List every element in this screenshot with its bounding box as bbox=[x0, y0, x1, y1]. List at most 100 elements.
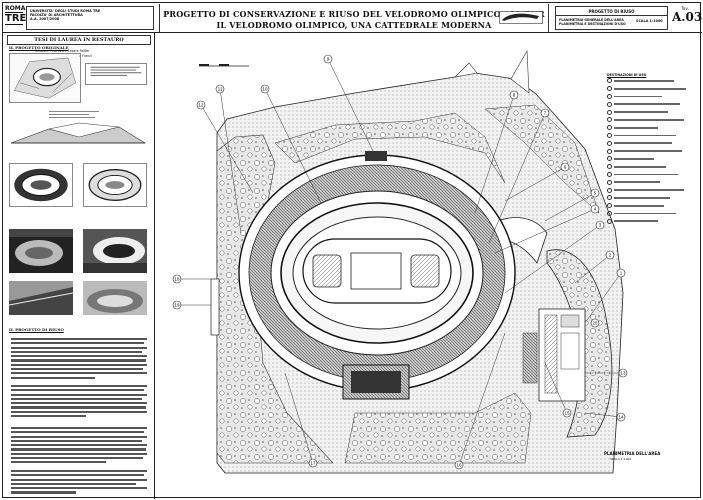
section-original-project: IL PROGETTO ORIGINALE bbox=[9, 45, 69, 50]
central-field bbox=[350, 252, 402, 290]
historic-photo-track bbox=[83, 281, 147, 315]
legend-entry bbox=[607, 100, 700, 108]
legend-marker-icon bbox=[607, 203, 612, 209]
west-court bbox=[312, 254, 342, 288]
section-reuse-project: IL PROGETTO DI RIUSO bbox=[9, 327, 64, 332]
legend-entry bbox=[607, 147, 700, 155]
legend-marker-icon bbox=[607, 210, 612, 216]
callout-number: 3 bbox=[599, 223, 602, 228]
tav-number: A.03 bbox=[672, 10, 703, 24]
callout-number: 7 bbox=[544, 111, 547, 116]
legend-entry bbox=[607, 178, 700, 186]
legend-text-line bbox=[614, 220, 658, 223]
legend-marker-icon bbox=[607, 78, 612, 84]
legend-text-line bbox=[614, 150, 682, 152]
historic-photo-interior bbox=[9, 281, 73, 315]
callout-marker: 10 bbox=[260, 84, 270, 94]
reuse-description-text bbox=[11, 338, 147, 381]
legend-entry bbox=[607, 116, 700, 124]
legend-entry bbox=[607, 85, 700, 93]
callout-marker: 7 bbox=[540, 108, 550, 118]
legend-text-line bbox=[614, 212, 676, 215]
callout-number: 6 bbox=[564, 165, 567, 170]
legend-text-line bbox=[614, 142, 672, 145]
legend-marker-icon bbox=[607, 148, 612, 154]
historic-photo-stadium bbox=[83, 229, 147, 273]
legend-marker-icon bbox=[607, 187, 612, 193]
callout-number: 14 bbox=[619, 415, 624, 420]
callout-marker: 11 bbox=[215, 84, 225, 94]
legend-marker-icon bbox=[607, 195, 612, 201]
callout-marker: 17 bbox=[308, 458, 318, 468]
thesis-title: TESI DI LAUREA IN RESTAURO bbox=[7, 35, 151, 45]
sheet-number: Tav. A.03 bbox=[672, 6, 703, 30]
legend-entry bbox=[607, 163, 700, 171]
callout-marker: 5 bbox=[590, 188, 600, 198]
legend-title: DESTINAZIONI DI USO bbox=[607, 73, 647, 77]
university-logo: ROMA TRE bbox=[5, 5, 27, 31]
legend-text-line bbox=[614, 95, 662, 98]
callout-marker: 12 bbox=[196, 100, 206, 110]
callout-number: 11 bbox=[218, 87, 223, 92]
legend-marker-icon bbox=[607, 132, 612, 138]
legend-entry bbox=[607, 139, 700, 147]
project-box: PROGETTO DI RIUSO PLANIMETRIA GENERALE D… bbox=[555, 6, 668, 30]
callout-marker: 1 bbox=[616, 268, 626, 278]
reuse-description-text-3 bbox=[11, 427, 147, 466]
scale-bar bbox=[199, 64, 249, 67]
legend-entry bbox=[607, 108, 700, 116]
legend: DESTINAZIONI DI USO bbox=[607, 73, 700, 225]
callout-marker: 14 bbox=[616, 412, 626, 422]
callout-marker: 20 bbox=[590, 318, 600, 328]
callout-number: 19 bbox=[175, 303, 180, 308]
legend-entry bbox=[607, 202, 700, 210]
callout-marker: 4 bbox=[590, 204, 600, 214]
legend-text-line bbox=[614, 173, 678, 176]
legend-text-line bbox=[614, 189, 684, 191]
northeast-garden bbox=[484, 104, 600, 214]
original-section-drawing bbox=[10, 111, 147, 144]
east-building-complex bbox=[522, 308, 586, 402]
callout-leaders bbox=[177, 58, 623, 466]
legend-marker-icon bbox=[607, 93, 612, 99]
callout-number: 12 bbox=[199, 103, 204, 108]
legend-marker-icon bbox=[607, 156, 612, 162]
legend-text-line bbox=[614, 181, 660, 184]
logo-bottom-text: TRE bbox=[5, 12, 27, 25]
callout-number: 9 bbox=[327, 57, 330, 62]
east-court bbox=[410, 254, 440, 288]
callout-marker: 6 bbox=[560, 162, 570, 172]
legend-marker-icon bbox=[607, 109, 612, 115]
main-title: PROGETTO DI CONSERVAZIONE E RIUSO DEL VE… bbox=[163, 9, 545, 19]
legend-text-line bbox=[614, 196, 670, 199]
callout-number: 13 bbox=[621, 371, 626, 376]
legend-marker-icon bbox=[607, 125, 612, 131]
callout-marker: 8 bbox=[509, 90, 519, 100]
callout-number: 2 bbox=[609, 253, 612, 258]
legend-marker-icon bbox=[607, 117, 612, 123]
grandstand-roof bbox=[351, 371, 401, 393]
callout-marker: 2 bbox=[605, 250, 615, 260]
callout-number: 4 bbox=[594, 207, 597, 212]
scale-label: SCALA 1:1000 bbox=[636, 19, 663, 23]
west-garden bbox=[216, 134, 334, 464]
callout-marker: 18 bbox=[172, 274, 182, 284]
legend-text-line bbox=[614, 165, 666, 168]
legend-marker-icon bbox=[607, 164, 612, 170]
original-notes-box bbox=[85, 63, 147, 85]
legend-entry bbox=[607, 217, 700, 225]
university-line: FACOLTA' DI ARCHITETTURA bbox=[30, 13, 83, 17]
callout-marker: 3 bbox=[595, 220, 605, 230]
legend-entry bbox=[607, 77, 700, 85]
legend-entry bbox=[607, 194, 700, 202]
original-plan-thumbnail-a bbox=[9, 163, 73, 207]
university-line: A.A. 2007/2008 bbox=[30, 17, 60, 21]
original-site-plan-thumbnail bbox=[9, 53, 81, 103]
legend-marker-icon bbox=[607, 101, 612, 107]
callout-marker: 9 bbox=[323, 54, 333, 64]
callout-number: 10 bbox=[263, 87, 268, 92]
